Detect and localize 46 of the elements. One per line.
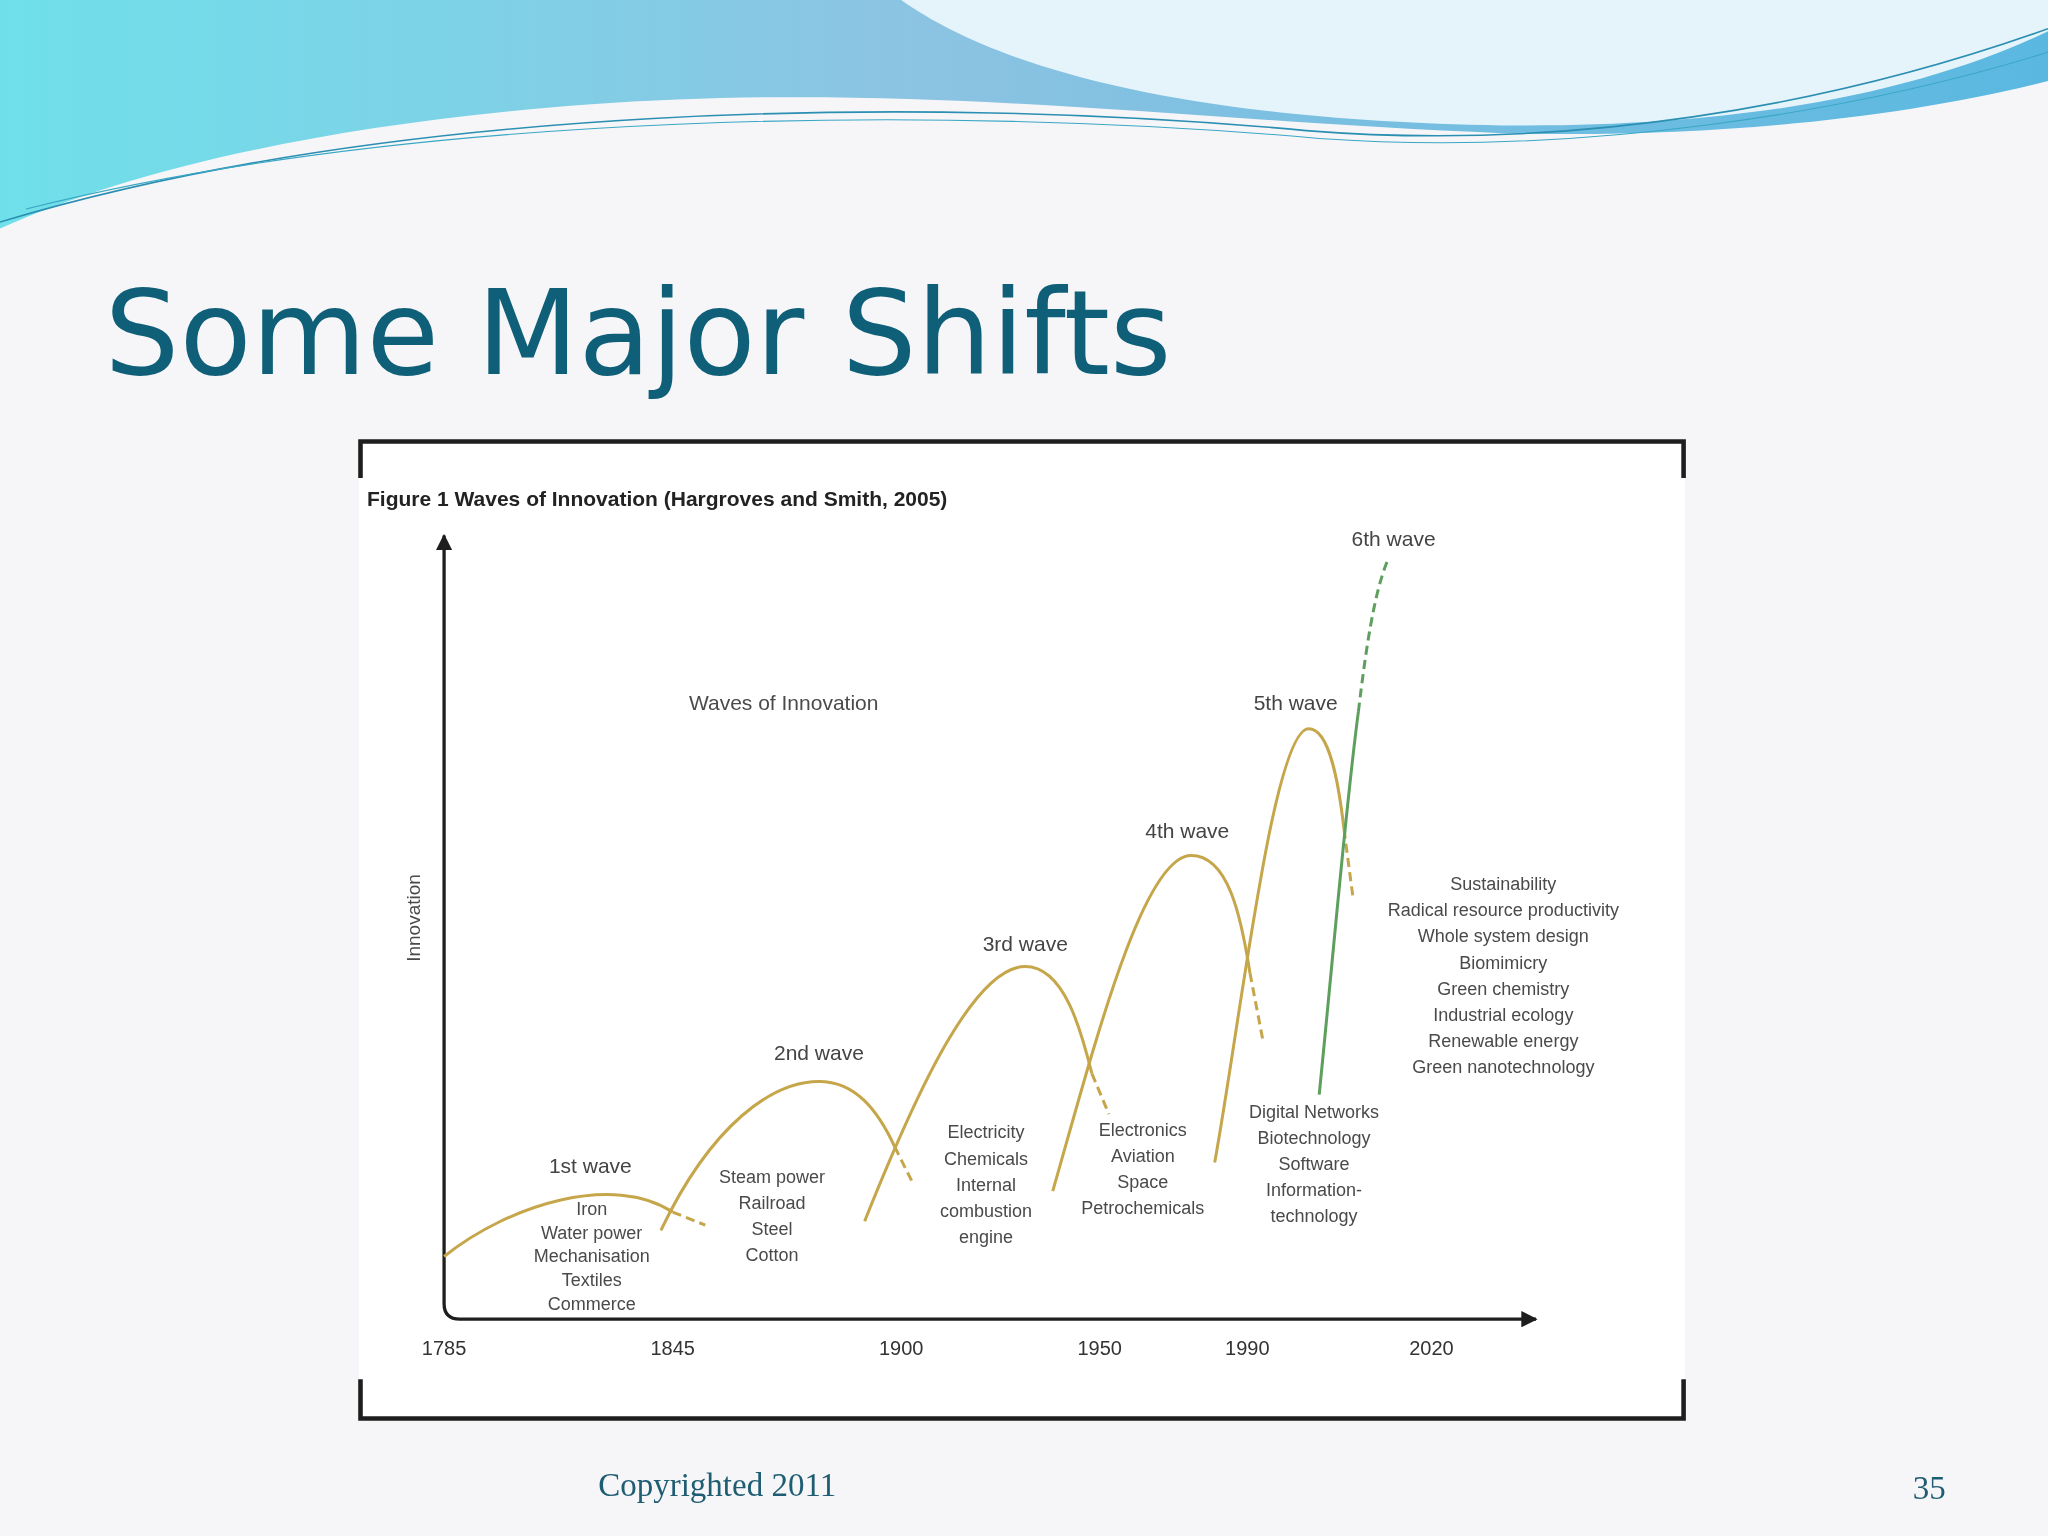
innovation-item: Radical resource productivity [1387, 899, 1619, 922]
wave-label: 6th wave [1351, 526, 1436, 552]
footer-text: Copyrighted 2011 [598, 1466, 837, 1506]
year-label: 1900 [878, 1335, 924, 1360]
year-label: 1990 [1225, 1335, 1270, 1360]
innovation-item: Iron [576, 1198, 608, 1221]
innovation-item: Renewable energy [1428, 1029, 1579, 1052]
page-number: 35 [1912, 1469, 1946, 1509]
innovation-item: Biotechnology [1257, 1126, 1371, 1149]
axis-label: Innovation [402, 874, 425, 963]
wave-label: 3rd wave [982, 931, 1068, 957]
innovation-item: Commerce [547, 1292, 636, 1315]
chart-title: Waves of Innovation [688, 690, 879, 716]
innovation-item: Steel [751, 1218, 793, 1241]
wave-label: 4th wave [1145, 818, 1230, 844]
year-label: 1950 [1077, 1335, 1122, 1360]
year-label: 2020 [1409, 1335, 1454, 1360]
wave-label: 1st wave [548, 1153, 632, 1179]
innovation-item: Space [1117, 1171, 1169, 1194]
innovation-item: Software [1278, 1152, 1350, 1175]
innovation-item: Aviation [1111, 1144, 1175, 1167]
innovation-item: Electronics [1098, 1118, 1187, 1141]
year-label: 1845 [650, 1335, 695, 1360]
innovation-item: Green nanotechnology [1412, 1056, 1595, 1079]
innovation-item: Industrial ecology [1433, 1003, 1574, 1026]
innovation-item: Biomimicry [1459, 951, 1548, 974]
innovation-item: Electricity [947, 1121, 1025, 1144]
innovation-item: Mechanisation [533, 1245, 650, 1268]
wave-label: 2nd wave [774, 1040, 864, 1066]
innovation-item: Green chemistry [1437, 977, 1570, 1000]
innovation-item: Steam power [718, 1165, 825, 1188]
innovation-item: Information-technology [1264, 1178, 1363, 1228]
innovation-item: Textiles [561, 1269, 622, 1291]
innovation-item: Whole system design [1417, 925, 1589, 948]
year-label: 1785 [421, 1335, 467, 1360]
slide-title: Some Major Shifts [104, 263, 1172, 405]
innovation-item: Railroad [738, 1191, 806, 1214]
innovation-item: Chemicals [944, 1147, 1029, 1170]
innovation-item: Digital Networks [1248, 1100, 1379, 1123]
innovation-item: Cotton [745, 1244, 799, 1267]
innovation-item: Internal combustion engine [939, 1173, 1034, 1249]
innovation-item: Sustainability [1450, 873, 1557, 896]
figure-caption: Figure 1 Waves of Innovation (Hargroves and Smith, 2005) [367, 486, 948, 512]
innovation-item: Water power [541, 1221, 643, 1244]
innovation-item: Petrochemicals [1081, 1197, 1205, 1220]
wave-label: 5th wave [1253, 690, 1338, 716]
